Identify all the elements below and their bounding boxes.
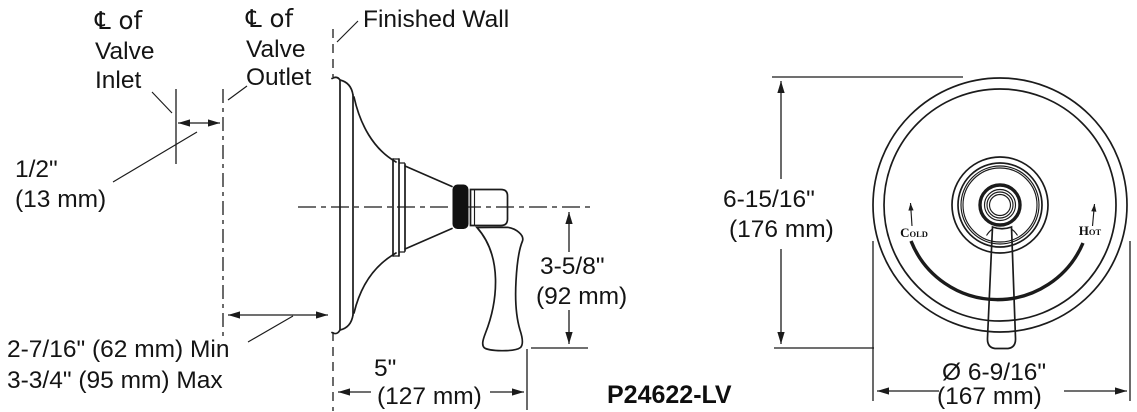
- cold-direction-arrow: [908, 202, 914, 227]
- hub-outer-circle: [951, 156, 1049, 254]
- knob-outer-ring: [978, 183, 1022, 227]
- projection-dim-line2: (127 mm): [377, 383, 482, 410]
- finished-wall-leader: [336, 20, 359, 43]
- handle-lever-front: [986, 225, 1017, 350]
- escutcheon-step-corner-top: [339, 79, 354, 96]
- inlet-size-dim-line1: 1/2": [15, 156, 58, 183]
- escutcheon-back-edge: [331, 76, 341, 335]
- lever-joint-flare-left: [986, 228, 993, 236]
- inlet-size-dim-line2: (13 mm): [15, 186, 106, 213]
- escutcheon-collar: [392, 158, 406, 257]
- trim-plate-inner-ring: [883, 88, 1117, 322]
- hot-direction-arrow: [1091, 203, 1097, 227]
- finished-wall-label: Finished Wall: [363, 6, 509, 33]
- knob-ring-3: [986, 191, 1014, 219]
- diameter-dim-line2: (167 mm): [937, 383, 1042, 410]
- escutcheon-step-corner-bottom: [339, 314, 354, 331]
- cold-label: COLD: [900, 225, 928, 240]
- outlet-label-leader: [227, 85, 248, 101]
- seal-ring: [452, 184, 469, 229]
- escutcheon-taper-upper: [404, 165, 453, 188]
- hub-ring-2: [957, 162, 1043, 248]
- hot-label: HOT: [1079, 223, 1102, 238]
- bell-shadow-arc: [909, 240, 1085, 302]
- front-view: COLD HOT 6-15/16" (176 mm) Ø 6-9/16" (16…: [723, 76, 1131, 410]
- side-view: ℄ of Valve Inlet ℄ of Valve Outlet Finis…: [7, 4, 627, 411]
- model-number: P24622-LV: [607, 381, 732, 409]
- handle-hub: [469, 188, 509, 227]
- inlet-label-leader: [151, 91, 173, 114]
- outlet-centerline-label-line3: Outlet: [246, 64, 312, 91]
- escutcheon-bell-upper: [353, 96, 397, 163]
- valve-depth-dim-line2: 3-3/4" (95 mm) Max: [7, 367, 223, 394]
- hub-ring-4: [962, 167, 1038, 243]
- outlet-centerline-label-line2: Valve: [246, 36, 305, 63]
- height-dim-line1: 6-15/16": [723, 186, 815, 213]
- handle-drop-dim-line2: (92 mm): [536, 283, 627, 310]
- knob-ring-4: [988, 193, 1012, 217]
- escutcheon-taper-lower: [404, 227, 453, 250]
- depth-dim-leader: [247, 315, 294, 343]
- valve-depth-dim-line1: 2-7/16" (62 mm) Min: [7, 336, 229, 363]
- lever-joint-flare-right: [1011, 228, 1018, 236]
- trim-plate-outer-circle: [872, 77, 1128, 333]
- inlet-centerline-label-line1: ℄ of: [94, 6, 144, 35]
- handle-drop-dim-line1: 3-5/8": [540, 253, 605, 280]
- escutcheon-bell-lower: [353, 252, 397, 314]
- knob-ring-2: [983, 188, 1017, 222]
- height-dim-line2: (176 mm): [729, 216, 834, 243]
- inlet-centerline-label-line2: Valve: [95, 38, 154, 65]
- handle-lever-side: [475, 226, 524, 352]
- outlet-centerline-label-line1: ℄ of: [245, 4, 295, 33]
- diameter-dim-line1: Ø 6-9/16": [942, 359, 1046, 386]
- projection-dim-line1: 5": [374, 355, 396, 382]
- inlet-centerline-label-line3: Inlet: [95, 67, 142, 94]
- inlet-size-leader: [112, 131, 198, 183]
- hub-ring-3: [960, 165, 1040, 245]
